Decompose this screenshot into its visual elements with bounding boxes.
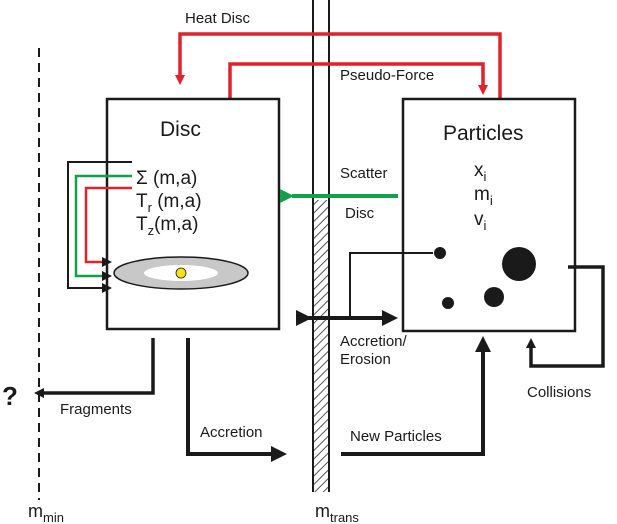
heat-disc-arrow	[175, 32, 502, 100]
sigma-feedback-line	[67, 161, 132, 293]
tr-label: Tr (m,a)	[136, 191, 202, 215]
m-trans-label: mtrans	[315, 501, 359, 524]
collisions-label: Collisions	[527, 384, 591, 401]
m-label: mi	[474, 184, 493, 208]
pseudo-force-label: Pseudo-Force	[340, 67, 434, 84]
central-star	[175, 267, 187, 279]
particle-dot	[484, 287, 504, 307]
x-label: xi	[474, 160, 487, 184]
particles-title: Particles	[443, 122, 524, 145]
scatter-disc-label: Disc	[345, 205, 375, 222]
particle-dot	[502, 247, 536, 281]
disc-box	[105, 97, 281, 331]
v-label: vi	[474, 209, 487, 233]
m-min-label: mmin	[28, 501, 64, 524]
particle-link-line	[349, 252, 433, 318]
unknown-fate-question-mark: ?	[2, 381, 18, 411]
tz-label: Tz(m,a)	[136, 214, 198, 238]
tz-feedback-line	[84, 186, 132, 267]
fragments-arrow	[34, 338, 155, 398]
particle-dot	[442, 297, 454, 309]
accretion-erosion-label-2: Erosion	[340, 351, 391, 368]
tr-feedback-line	[74, 174, 132, 281]
sigma-label: Σ (m,a)	[136, 168, 197, 189]
accretion-label: Accretion	[200, 424, 263, 441]
accretion-arrow	[186, 338, 287, 462]
new-particles-arrow	[341, 336, 491, 456]
fragments-label: Fragments	[60, 401, 132, 418]
accretion-erosion-label-1: Accretion/	[340, 333, 408, 350]
particle-dot	[434, 247, 446, 259]
m-trans-hatched-band	[313, 200, 329, 492]
pseudo-force-arrow	[228, 62, 488, 100]
new-particles-label: New Particles	[350, 428, 442, 445]
heat-disc-label: Heat Disc	[185, 10, 251, 27]
collisions-arrow	[526, 265, 605, 368]
scatter-label: Scatter	[340, 165, 388, 182]
disc-title: Disc	[160, 118, 201, 141]
